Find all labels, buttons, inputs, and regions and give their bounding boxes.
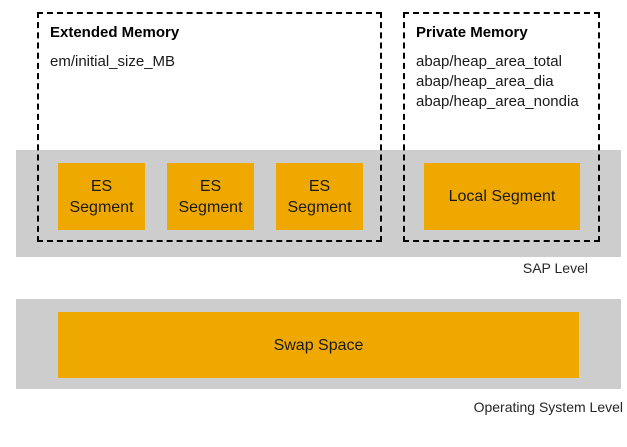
es-segment-box-3: ES Segment: [276, 163, 363, 230]
os-level-label: Operating System Level: [473, 399, 623, 415]
param-abap-heap-area-nondia: abap/heap_area_nondia: [416, 93, 579, 110]
swap-space-box: Swap Space: [58, 312, 579, 378]
private-memory-box: Private Memory abap/heap_area_total abap…: [403, 12, 600, 242]
es-segment-box-2: ES Segment: [167, 163, 254, 230]
param-em-initial-size-mb: em/initial_size_MB: [50, 53, 176, 70]
es-segment-box-1: ES Segment: [58, 163, 145, 230]
local-segment-box: Local Segment: [424, 163, 580, 230]
param-abap-heap-area-total: abap/heap_area_total: [416, 53, 562, 70]
param-abap-heap-area-dia: abap/heap_area_dia: [416, 73, 554, 90]
extended-memory-title: Extended Memory: [50, 24, 180, 41]
extended-memory-box: Extended Memory em/initial_size_MB: [37, 12, 382, 242]
sap-level-label: SAP Level: [522, 260, 588, 276]
private-memory-title: Private Memory: [416, 24, 528, 41]
